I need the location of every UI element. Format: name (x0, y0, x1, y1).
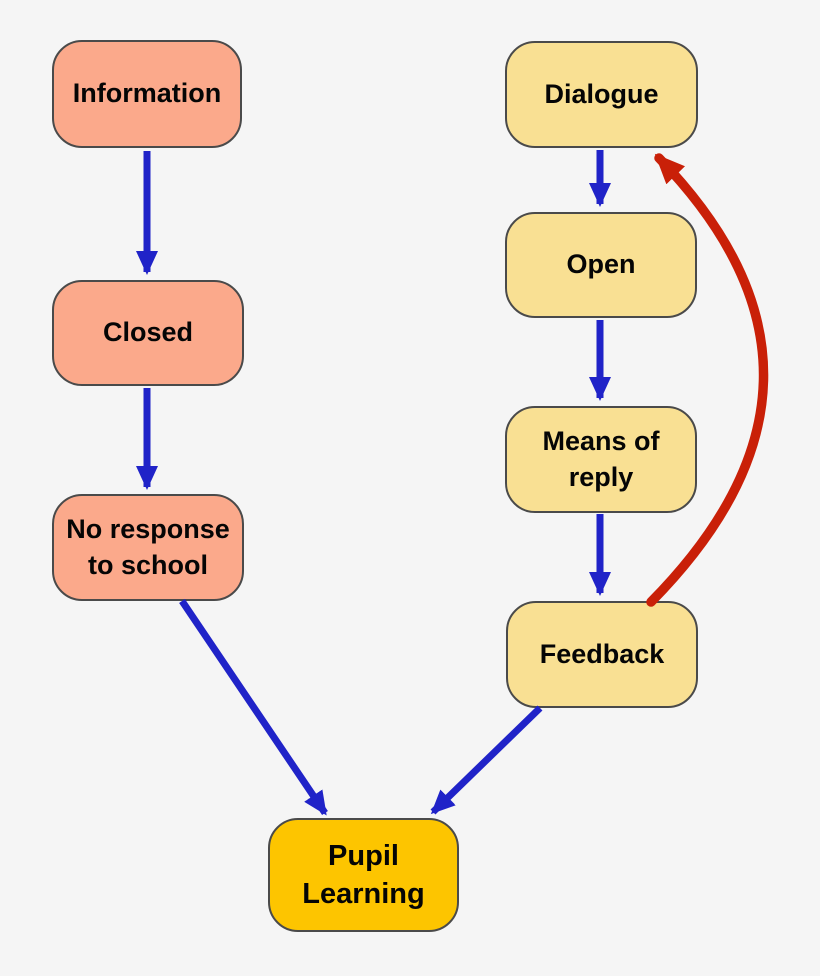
edge-no-response-to-pupil-learning (179, 599, 328, 816)
node-closed: Closed (52, 280, 255, 399)
node-label: Closed (102, 317, 194, 348)
node-label: Feedback (539, 638, 665, 669)
node-label: Open (566, 249, 636, 280)
node-dialogue: Dialogue (505, 41, 709, 161)
node-label: Information (72, 78, 222, 109)
node-pupil-learning: Pupil Learning (268, 818, 470, 945)
node-label: Means of reply (542, 425, 660, 492)
node-label: Dialogue (544, 78, 659, 109)
node-information: Information (52, 40, 253, 161)
node-means-of-reply: Means of reply (505, 406, 708, 526)
node-feedback: Feedback (506, 601, 709, 721)
node-open: Open (505, 212, 708, 331)
node-label: No response to school (66, 513, 230, 580)
node-no-response-to-school: No response to school (52, 494, 255, 614)
edge-feedback-to-pupil-learning (430, 705, 543, 815)
node-label: Pupil Learning (302, 839, 425, 910)
